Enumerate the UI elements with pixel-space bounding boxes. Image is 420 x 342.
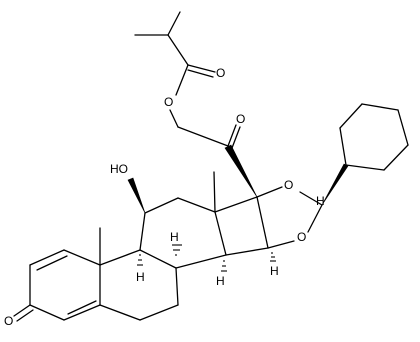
ester-oxygen-carbonyl-label: O [216, 66, 225, 80]
steroid-core [13, 171, 269, 322]
acetal-oxygen-bottom-label: O [297, 230, 306, 244]
ester-oxygen-link-label: O [164, 95, 173, 109]
acetal-oxygen-top-label: O [284, 178, 293, 192]
h-c8-label: H [170, 230, 179, 244]
atom-labels: O O O O O HO O H H H H H [4, 66, 325, 328]
isobutyrate-group [134, 11, 229, 147]
h-c9-label: H [136, 270, 145, 284]
ketone-c3-oxygen-label: O [4, 314, 13, 328]
stereo-hashes [127, 177, 276, 272]
h-c14-label: H [216, 274, 225, 288]
h-c16-label: H [270, 264, 279, 278]
c20-ketone [227, 124, 241, 149]
ketone-c20-oxygen-label: O [236, 112, 245, 126]
h-acetal-label: H [316, 194, 325, 208]
cyclohexyl-ring [339, 103, 409, 171]
acetal-ring [224, 144, 349, 249]
hydroxyl-label: HO [110, 162, 128, 176]
